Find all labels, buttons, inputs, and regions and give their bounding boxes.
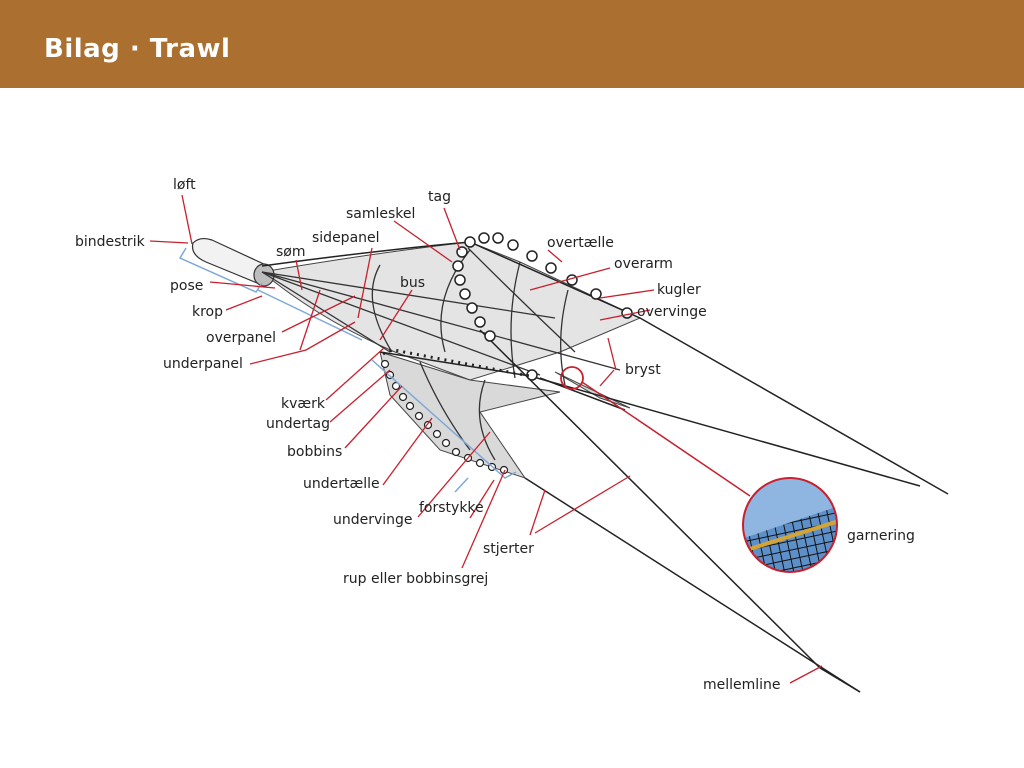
- forstykke-bracket: [371, 359, 517, 479]
- garnering-detail: [560, 366, 838, 573]
- float: [452, 260, 464, 272]
- krop-bracket: [257, 289, 363, 341]
- label-mellemline: mellemline: [703, 677, 781, 693]
- float: [478, 232, 490, 244]
- garnering-leader: [581, 381, 751, 497]
- ground-rope: [539, 377, 626, 411]
- float: [545, 262, 557, 274]
- label-bobbins: bobbins: [287, 444, 342, 460]
- label-overvinge: overvinge: [637, 304, 707, 320]
- float: [507, 239, 519, 251]
- label-stjerter: stjerter: [483, 541, 534, 557]
- footrope: [382, 348, 531, 378]
- label-loft: løft: [173, 177, 196, 193]
- label-som: søm: [276, 244, 306, 260]
- label-overpanel: overpanel: [206, 330, 276, 346]
- brackets: [178, 247, 517, 493]
- bryst-highlight: [560, 366, 584, 390]
- label-undertaelle: undertælle: [303, 476, 380, 492]
- float: [466, 302, 478, 314]
- label-krop: krop: [192, 304, 223, 320]
- float: [456, 246, 468, 258]
- float: [474, 316, 486, 328]
- float: [526, 369, 538, 381]
- label-bryst: bryst: [625, 362, 661, 378]
- label-undervinge: undervinge: [333, 512, 413, 528]
- mellemline-line-1: [479, 329, 821, 669]
- float: [621, 307, 633, 319]
- label-bus: bus: [400, 275, 425, 291]
- page-title: Bilag · Trawl: [44, 34, 231, 64]
- label-undertag: undertag: [266, 416, 330, 432]
- forstykke-tick: [454, 477, 469, 493]
- label-samleskel: samleskel: [346, 206, 415, 222]
- float: [492, 232, 504, 244]
- leader-lines: [149, 194, 823, 684]
- pose-bracket: [178, 247, 263, 293]
- label-overarm: overarm: [614, 256, 673, 272]
- label-garnering: garnering: [847, 528, 915, 544]
- label-bindestrik: bindestrik: [75, 234, 146, 250]
- header-bar: Bilag · Trawl: [0, 0, 1024, 88]
- float: [590, 288, 602, 300]
- label-pose: pose: [170, 278, 203, 294]
- label-forstykke: forstykke: [419, 500, 484, 516]
- float: [459, 288, 471, 300]
- mellemline-line-2: [524, 477, 861, 693]
- label-overtaelle: overtælle: [547, 235, 614, 251]
- label-tag: tag: [428, 189, 451, 205]
- float: [464, 236, 476, 248]
- label-underpanel: underpanel: [163, 356, 243, 372]
- lower-net: [379, 351, 561, 479]
- label-kugler: kugler: [657, 282, 701, 298]
- float: [454, 274, 466, 286]
- label-sidepanel: sidepanel: [312, 230, 380, 246]
- float: [526, 250, 538, 262]
- label-rup: rup eller bobbinsgrej: [343, 571, 488, 587]
- labels: løft bindestrik tag samleskel sidepanel …: [75, 177, 915, 693]
- float: [484, 330, 496, 342]
- stjerter-line: [819, 667, 861, 693]
- label-kvaerk: kværk: [281, 396, 326, 412]
- garnering-circle: [742, 477, 838, 573]
